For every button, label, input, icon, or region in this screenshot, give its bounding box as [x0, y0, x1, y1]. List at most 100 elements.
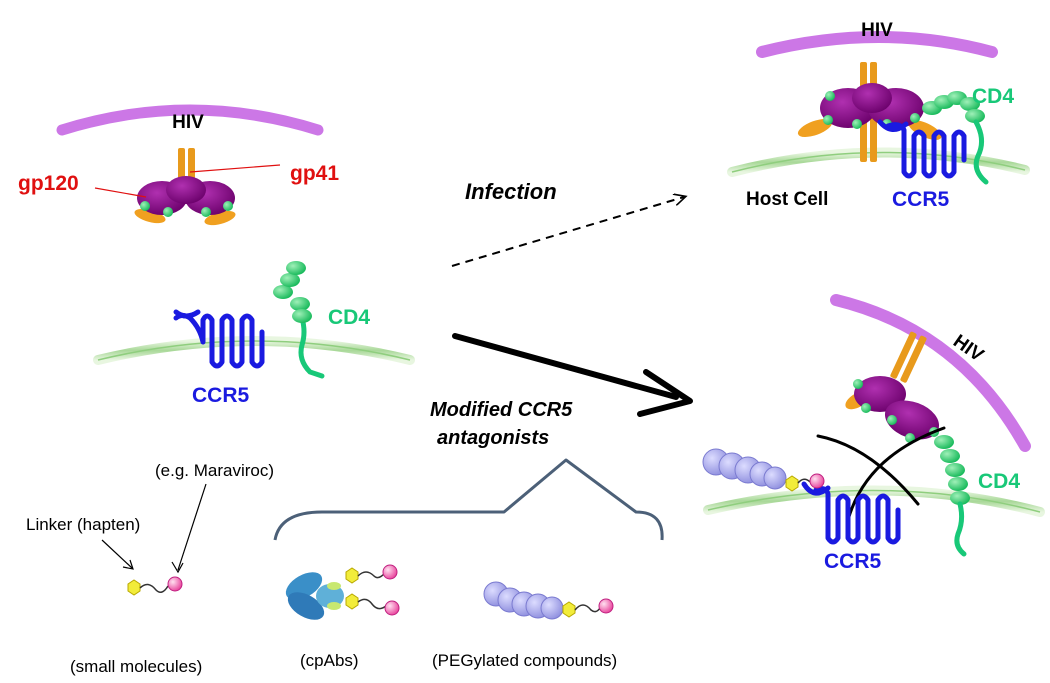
antagonist-label-line2: antagonists	[437, 427, 549, 449]
virus-membrane	[830, 294, 1031, 452]
linker-label: Linker (hapten)	[26, 515, 140, 534]
ccr5-n-terminus	[173, 309, 201, 319]
virus-label: HIV	[172, 112, 204, 133]
pegylated-label: (PEGylated compounds)	[432, 651, 617, 670]
drug-molecule	[167, 576, 183, 592]
antagonist-label-line1: Modified CCR5	[430, 399, 573, 421]
gp120-callout-line	[94, 187, 147, 198]
cd4-domain	[945, 463, 965, 477]
cd4-stalk	[954, 501, 967, 557]
linker-chain	[357, 598, 387, 610]
antibody-arm	[287, 592, 325, 620]
gp120-envelope	[852, 83, 892, 113]
gp120-orange-lobe	[797, 118, 833, 138]
linker-hexagon	[345, 593, 359, 610]
ccr5-n-terminus	[877, 119, 909, 132]
infection-panel: HIV CCR5 CD4 Host Cell	[727, 20, 1030, 211]
virus-membrane	[756, 31, 998, 58]
blocked-cross-line	[816, 434, 920, 506]
linker-chain	[797, 478, 811, 484]
gp120-envelope	[166, 176, 206, 204]
gp41-label: gp41	[290, 162, 339, 185]
drug-molecule	[809, 473, 825, 489]
ccr5-label: CCR5	[824, 550, 881, 573]
cpabs-label: (cpAbs)	[300, 651, 359, 670]
cd4-domains	[273, 261, 312, 323]
linker-hexagon	[127, 579, 141, 596]
linker-chain	[139, 583, 169, 593]
free-hiv-virion: HIV gp120 gp41	[18, 104, 339, 226]
gp41-stalk	[890, 331, 917, 379]
cd4-label: CD4	[978, 470, 1020, 493]
host-cell-resting: CCR5 CD4	[93, 261, 415, 407]
antagonist-arrow: Modified CCR5 antagonists	[430, 333, 693, 449]
drug-molecule	[384, 600, 400, 616]
binding-site-dot	[223, 201, 233, 211]
gp41-callout-line	[189, 164, 281, 173]
cd4-domain	[960, 97, 980, 111]
infection-arrow: Infection	[451, 179, 684, 267]
brace-bracket	[273, 458, 664, 541]
blocked-panel: HIV CD4 CCR5	[702, 294, 1045, 573]
cd4-domain	[290, 297, 310, 311]
peg-bead	[540, 596, 564, 620]
peg-bead	[763, 466, 787, 490]
example-drug-pointer-head	[171, 561, 184, 574]
binding-site-dot	[852, 119, 862, 129]
cell-membrane-line	[707, 489, 1041, 513]
cd4-domain	[286, 261, 306, 275]
linker-hexagon	[785, 475, 799, 492]
pegylated-icon	[483, 581, 614, 620]
virus-membrane	[56, 104, 324, 136]
cd4-stalk	[973, 119, 989, 185]
cd4-domain	[948, 477, 968, 491]
example-drug-pointer	[177, 483, 207, 571]
antibody-highlight	[327, 582, 341, 590]
cd4-label: CD4	[972, 85, 1014, 108]
antagonist-bold-arrow-shaft	[452, 333, 679, 400]
host-cell-label: Host Cell	[746, 189, 828, 210]
gp41-stalk	[900, 335, 927, 383]
drug-molecule	[382, 564, 398, 580]
binding-site-dot	[825, 91, 835, 101]
ccr5-receptor	[813, 486, 901, 545]
cd4-label: CD4	[328, 306, 370, 329]
drug-molecule	[598, 598, 614, 614]
bound-pegylated-antagonist	[702, 448, 825, 492]
cd4-domain	[292, 309, 312, 323]
molecule-types: (e.g. Maraviroc) Linker (hapten) (small …	[26, 458, 664, 676]
ccr5-receptor	[173, 313, 265, 369]
binding-site-dot	[201, 207, 211, 217]
cd4-stalk	[298, 315, 325, 379]
antibody-highlight	[327, 602, 341, 610]
small-molecules-label: (small molecules)	[70, 657, 202, 676]
linker-chain	[574, 604, 601, 613]
antibody-fc	[316, 584, 344, 608]
linker-hexagon	[345, 567, 359, 584]
cd4-domain	[940, 449, 960, 463]
binding-site-dot	[853, 379, 863, 389]
example-drug-label: (e.g. Maraviroc)	[155, 461, 274, 480]
ccr5-label: CCR5	[892, 188, 949, 211]
small-molecule-icon	[127, 576, 183, 596]
cpabs-icon	[285, 564, 400, 620]
cd4-domain	[950, 491, 970, 505]
blocked-cross-line	[846, 426, 946, 522]
binding-site-dot	[887, 415, 897, 425]
gp120-envelope	[884, 400, 940, 440]
cd4-domain	[934, 435, 954, 449]
gp120-label: gp120	[18, 172, 79, 195]
binding-site-dot	[140, 201, 150, 211]
linker-pointer-head	[122, 559, 134, 570]
cd4-domain	[273, 285, 293, 299]
gp41-stalk	[188, 148, 195, 184]
virus-label: HIV	[861, 20, 893, 41]
ccr5-label: CCR5	[192, 384, 249, 407]
linker-chain	[357, 571, 385, 579]
linker-pointer	[101, 539, 133, 569]
binding-site-dot	[163, 207, 173, 217]
cd4-domain	[965, 109, 985, 123]
cd4-domains	[922, 91, 985, 123]
binding-site-dot	[910, 113, 920, 123]
